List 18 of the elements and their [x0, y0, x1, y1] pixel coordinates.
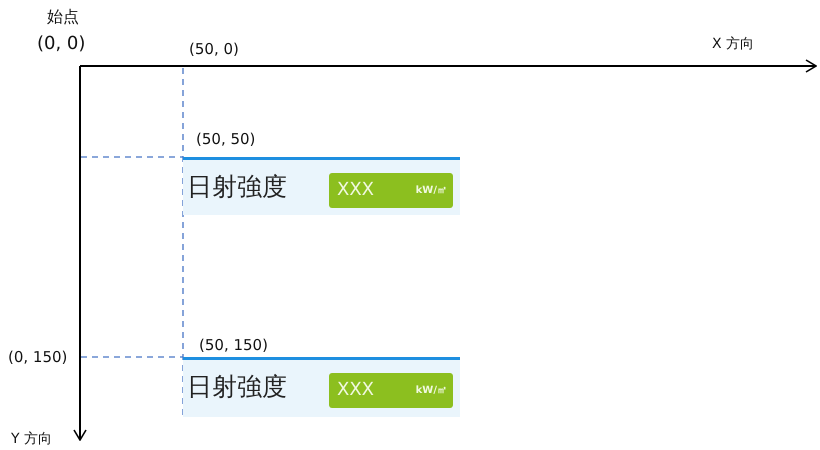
- axis-label: Y 方向: [11, 431, 52, 448]
- coordinate-label: (50, 150): [199, 336, 268, 354]
- coordinate-label: (50, 0): [189, 40, 239, 58]
- caption: 始点: [47, 7, 79, 26]
- value-text: XXX: [337, 179, 374, 201]
- value-text: XXX: [337, 379, 374, 401]
- value-badge: [329, 173, 453, 208]
- sensor-panel: [183, 357, 460, 417]
- panel-title: 日射強度: [187, 372, 287, 402]
- unit-text: kW/㎡: [416, 385, 447, 397]
- panel-title: 日射強度: [187, 172, 287, 202]
- coordinate-label: (50, 50): [196, 130, 256, 148]
- sensor-panel: [183, 157, 460, 215]
- coordinate-label: (0, 150): [8, 348, 68, 366]
- unit-text: kW/㎡: [416, 185, 447, 197]
- value-badge: [329, 373, 453, 408]
- coordinate-label: (0, 0): [37, 33, 86, 55]
- axis-label: X 方向: [712, 36, 754, 53]
